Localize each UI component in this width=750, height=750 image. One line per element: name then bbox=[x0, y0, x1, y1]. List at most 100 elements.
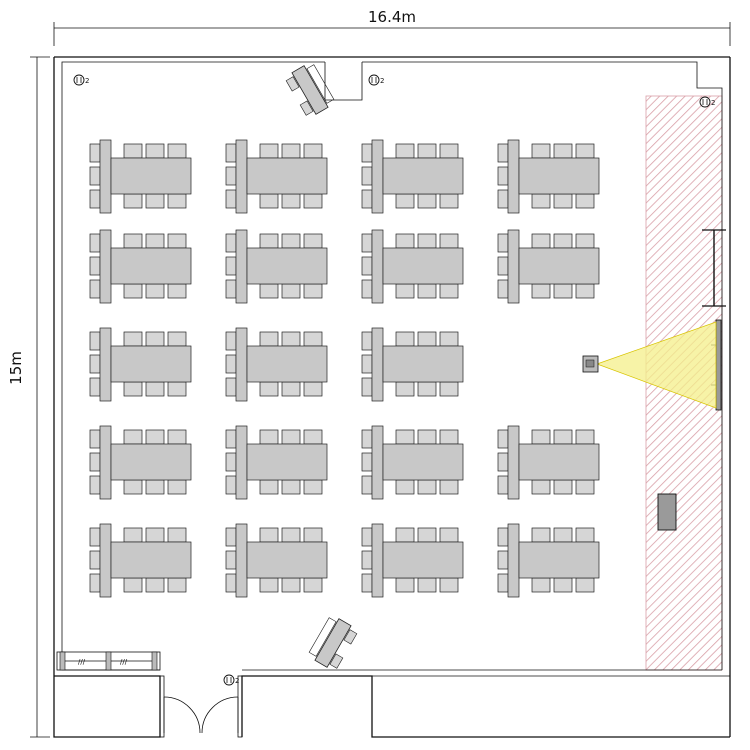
table-main bbox=[382, 443, 464, 481]
chair bbox=[303, 429, 323, 445]
chair bbox=[361, 354, 373, 374]
table-set[interactable] bbox=[225, 523, 328, 598]
chair bbox=[225, 527, 237, 547]
table-set[interactable] bbox=[361, 139, 464, 214]
table-set[interactable] bbox=[225, 229, 328, 304]
table-set[interactable] bbox=[225, 139, 328, 214]
table-set[interactable] bbox=[497, 139, 600, 214]
chair bbox=[281, 193, 301, 209]
table-set[interactable] bbox=[361, 327, 464, 402]
chair bbox=[259, 331, 279, 347]
chair bbox=[89, 452, 101, 472]
table-end bbox=[99, 229, 112, 304]
chair bbox=[259, 479, 279, 495]
chair bbox=[303, 143, 323, 159]
chair bbox=[395, 577, 415, 593]
chair bbox=[145, 283, 165, 299]
projection-beam bbox=[595, 321, 717, 409]
table-end bbox=[507, 523, 520, 598]
table-set[interactable] bbox=[89, 229, 192, 304]
table-set[interactable] bbox=[225, 327, 328, 402]
chair bbox=[575, 193, 595, 209]
table-set[interactable] bbox=[497, 425, 600, 500]
chair bbox=[89, 573, 101, 593]
chair bbox=[361, 550, 373, 570]
chair bbox=[361, 189, 373, 209]
table-set[interactable] bbox=[225, 425, 328, 500]
table-main bbox=[518, 247, 600, 285]
chair bbox=[417, 381, 437, 397]
table-end bbox=[507, 229, 520, 304]
table-main bbox=[246, 157, 328, 195]
projector bbox=[582, 321, 717, 409]
chair bbox=[395, 527, 415, 543]
chair bbox=[123, 283, 143, 299]
chair bbox=[417, 193, 437, 209]
table-set[interactable] bbox=[361, 229, 464, 304]
entrance-door[interactable] bbox=[163, 696, 239, 734]
chair bbox=[145, 233, 165, 249]
chair bbox=[395, 429, 415, 445]
chair bbox=[167, 233, 187, 249]
table-main bbox=[110, 443, 192, 481]
chair bbox=[89, 143, 101, 163]
chair bbox=[497, 550, 509, 570]
chair bbox=[145, 577, 165, 593]
chair bbox=[497, 279, 509, 299]
chair bbox=[225, 429, 237, 449]
chair bbox=[417, 283, 437, 299]
table-set[interactable] bbox=[361, 425, 464, 500]
chair bbox=[395, 479, 415, 495]
table-set[interactable] bbox=[89, 523, 192, 598]
chair bbox=[259, 233, 279, 249]
table-end bbox=[99, 139, 112, 214]
chair bbox=[225, 256, 237, 276]
table-set[interactable] bbox=[89, 139, 192, 214]
chair bbox=[303, 527, 323, 543]
extra-table-top[interactable] bbox=[284, 61, 336, 119]
chair bbox=[123, 331, 143, 347]
chair bbox=[553, 283, 573, 299]
table-end bbox=[235, 523, 248, 598]
extra-table-bottom[interactable] bbox=[307, 614, 359, 672]
chair bbox=[395, 331, 415, 347]
chair bbox=[123, 577, 143, 593]
chair bbox=[225, 573, 237, 593]
chair bbox=[439, 429, 459, 445]
svg-text:///: /// bbox=[78, 658, 86, 666]
chair bbox=[167, 381, 187, 397]
chair bbox=[225, 475, 237, 495]
chair bbox=[531, 527, 551, 543]
chair bbox=[575, 143, 595, 159]
chair bbox=[417, 331, 437, 347]
table-set[interactable] bbox=[361, 523, 464, 598]
podium bbox=[657, 493, 677, 531]
svg-text:2: 2 bbox=[711, 99, 715, 107]
table-end bbox=[371, 523, 384, 598]
chair bbox=[439, 193, 459, 209]
chair bbox=[281, 381, 301, 397]
chair bbox=[439, 283, 459, 299]
outlet-3: 2 bbox=[699, 96, 715, 108]
chair bbox=[281, 233, 301, 249]
table-set[interactable] bbox=[89, 425, 192, 500]
chair bbox=[531, 233, 551, 249]
chair bbox=[167, 193, 187, 209]
table-set[interactable] bbox=[497, 229, 600, 304]
chair bbox=[575, 527, 595, 543]
chair bbox=[281, 577, 301, 593]
chair bbox=[123, 143, 143, 159]
outlet-4: 2 bbox=[223, 674, 239, 686]
width-dimension: 16.4m bbox=[53, 8, 731, 46]
chair bbox=[439, 233, 459, 249]
chair bbox=[361, 279, 373, 299]
chair bbox=[89, 377, 101, 397]
chair bbox=[89, 354, 101, 374]
chair bbox=[395, 381, 415, 397]
chair bbox=[167, 527, 187, 543]
table-set[interactable] bbox=[89, 327, 192, 402]
table-set[interactable] bbox=[497, 523, 600, 598]
chair bbox=[395, 283, 415, 299]
chair bbox=[89, 429, 101, 449]
chair bbox=[167, 479, 187, 495]
